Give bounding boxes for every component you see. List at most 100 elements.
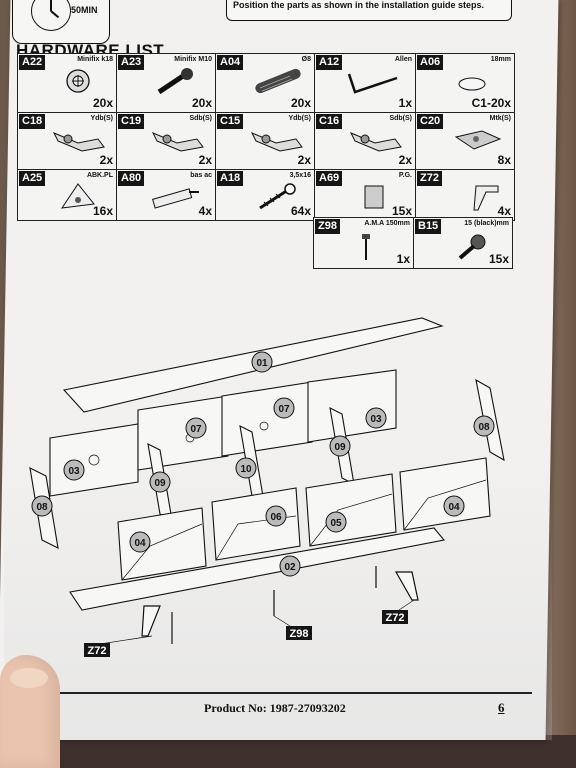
minifix-bolt-icon	[157, 68, 193, 95]
bolt-icon	[458, 234, 486, 260]
part-spec: 3,5x16	[289, 172, 311, 179]
part-qty: 20x	[92, 96, 113, 110]
time-label: 50MIN	[71, 5, 98, 15]
part-code: A06	[417, 55, 444, 70]
part-code: A69	[316, 171, 343, 186]
part-qty: 1x	[396, 252, 410, 266]
part-label: 01	[256, 358, 268, 369]
hardware-cell: Z72 4x	[415, 169, 515, 221]
hinge-icon	[349, 132, 402, 152]
part-spec: Allen	[394, 56, 412, 63]
part-qty: C1-20x	[471, 96, 511, 110]
hardware-cell: A06 18mm C1-20x	[415, 53, 515, 113]
part-code: A18	[217, 171, 244, 186]
door-panel	[399, 457, 491, 531]
footer-divider	[26, 692, 532, 694]
part-spec: Minifix M10	[174, 56, 212, 63]
part-label: 03	[68, 466, 80, 477]
door-panel	[117, 507, 207, 581]
part-qty: 4x	[198, 204, 212, 218]
part-label: 04	[448, 502, 460, 513]
screw-icon	[259, 183, 296, 210]
hinge-icon	[250, 132, 303, 152]
part-code: C16	[316, 114, 343, 129]
product-number: Product No: 1987-27093202	[204, 701, 346, 715]
minifix-cam-icon	[66, 69, 90, 93]
part-qty: 20x	[191, 96, 212, 110]
part-code: A80	[118, 171, 145, 186]
part-label: 08	[36, 502, 48, 513]
part-qty: 4x	[497, 204, 511, 218]
part-code: B15	[415, 219, 442, 234]
part-label: 08	[478, 422, 490, 433]
pin-icon	[362, 234, 370, 260]
part-qty: 64x	[290, 204, 311, 218]
part-qty: 20x	[290, 96, 311, 110]
part-label: 09	[154, 478, 166, 489]
hardware-cell: A18 3,5x16 64x	[215, 169, 315, 221]
back-panel	[221, 381, 313, 457]
page-number: 6	[498, 700, 505, 715]
part-spec: ABK.PL	[86, 172, 113, 179]
part-spec: 15 (black)mm	[464, 220, 509, 227]
hardware-cell: Z98 A.M.A 150mm 1x	[313, 217, 414, 269]
back-panel	[307, 369, 397, 443]
thumbnail	[10, 668, 48, 688]
clock-icon	[31, 0, 71, 31]
part-label: 07	[190, 424, 202, 435]
part-spec: Ø8	[301, 56, 311, 63]
hardware-cell: C20 Mtk(S) 8x	[415, 112, 515, 170]
part-label: 06	[270, 512, 282, 523]
part-code: A25	[19, 171, 46, 186]
time-box: 50MIN	[12, 0, 110, 44]
leg	[141, 605, 161, 637]
hinge-icon	[151, 132, 204, 152]
hinge-icon	[52, 132, 105, 152]
threaded-insert-icon	[364, 185, 384, 209]
hardware-cell: C19 Sdb(S) 2x	[116, 112, 216, 170]
hardware-tag: Z72	[88, 645, 107, 657]
part-label: 09	[334, 442, 346, 453]
hardware-cell: C18 Ydb(S) 2x	[17, 112, 117, 170]
assembly-diagram: 01 02 03 03 04 04 05 06 07 07 08 08 09 0…	[29, 317, 505, 657]
furniture-leg-icon	[473, 185, 499, 211]
hardware-cell: A25 ABK.PL 16x	[17, 169, 117, 221]
part-label: 04	[134, 538, 146, 549]
part-qty: 2x	[99, 153, 113, 167]
part-label: 05	[330, 518, 342, 529]
part-spec: Mtk(S)	[489, 115, 511, 122]
part-code: C15	[217, 114, 244, 129]
part-label: 07	[278, 404, 290, 415]
part-spec: P.G.	[398, 172, 412, 179]
part-code: A04	[217, 55, 244, 70]
instruction-banner: Position the parts as shown in the insta…	[226, 0, 512, 21]
part-qty: 8x	[497, 153, 511, 167]
part-label: 02	[284, 562, 296, 573]
hardware-cell: A12 Allen 1x	[314, 53, 416, 113]
hardware-cell: B15 15 (black)mm 15x	[413, 217, 513, 269]
part-spec: Sdb(S)	[389, 115, 412, 122]
part-code: C20	[417, 114, 444, 129]
part-spec: bas ac	[190, 172, 212, 179]
part-code: C18	[19, 114, 46, 129]
hardware-cell: C16 Sdb(S) 2x	[314, 112, 416, 170]
part-qty: 2x	[198, 153, 212, 167]
part-code: Z72	[417, 171, 442, 186]
wooden-dowel-icon	[255, 68, 301, 94]
allen-key-icon	[347, 73, 398, 94]
door-panel	[211, 487, 301, 561]
part-code: Z98	[315, 219, 340, 234]
part-spec: Ydb(S)	[90, 115, 113, 122]
part-qty: 15x	[488, 252, 509, 266]
part-qty: 15x	[391, 204, 412, 218]
part-spec: A.M.A 150mm	[364, 220, 410, 227]
corner-block-icon	[60, 183, 95, 209]
part-qty: 2x	[398, 153, 412, 167]
hardware-cell: A23 Minifix M10 20x	[116, 53, 216, 113]
hardware-cell: A04 Ø8 20x	[215, 53, 315, 113]
part-code: A12	[316, 55, 343, 70]
cover-cap-icon	[458, 77, 486, 91]
part-spec: 18mm	[490, 56, 511, 63]
part-label: 03	[370, 414, 382, 425]
hardware-tag: Z98	[290, 628, 309, 640]
